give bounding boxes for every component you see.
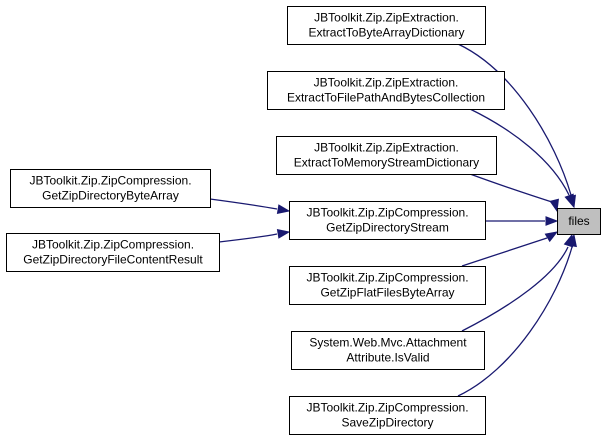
node-box <box>289 266 486 305</box>
node-extract-memory-stream-dict[interactable]: JBToolkit.Zip.ZipExtraction.ExtractToMem… <box>276 136 497 175</box>
node-get-zip-directory-stream[interactable]: JBToolkit.Zip.ZipCompression.GetZipDirec… <box>289 201 486 240</box>
node-label-line: JBToolkit.Zip.ZipCompression. <box>306 271 468 285</box>
node-label-line: System.Web.Mvc.Attachment <box>309 336 467 350</box>
node-label-line: JBToolkit.Zip.ZipCompression. <box>32 238 194 252</box>
arrowhead <box>564 193 574 208</box>
edge-line <box>461 246 569 332</box>
node-label-line: JBToolkit.Zip.ZipExtraction. <box>314 76 459 90</box>
arrowhead <box>549 198 559 213</box>
node-box <box>557 208 601 235</box>
node-label-line: JBToolkit.Zip.ZipCompression. <box>306 401 468 415</box>
node-extract-byte-array-dict[interactable]: JBToolkit.Zip.ZipExtraction.ExtractToByt… <box>287 6 486 45</box>
node-get-zip-directory-file-content[interactable]: JBToolkit.Zip.ZipCompression.GetZipDirec… <box>6 233 220 272</box>
arrowhead <box>567 233 577 248</box>
node-box <box>6 233 220 272</box>
node-label-line: JBToolkit.Zip.ZipExtraction. <box>314 141 459 155</box>
edge-line <box>457 43 572 196</box>
edge-extract-byte-array-dict-to-files <box>457 43 576 209</box>
edge-get-zip-directory-stream-to-files <box>485 216 559 226</box>
node-label-line: ExtractToMemoryStreamDictionary <box>294 156 479 170</box>
edge-get-zip-directory-file-content-to-get-zip-directory-stream <box>218 229 291 243</box>
node-get-zip-directory-byte-array[interactable]: JBToolkit.Zip.ZipCompression.GetZipDirec… <box>10 169 211 208</box>
arrowhead <box>545 216 559 226</box>
node-label-line: Attribute.IsValid <box>346 351 429 365</box>
node-box <box>267 71 505 110</box>
node-label-line: GetZipDirectoryStream <box>326 221 449 235</box>
node-label-line: GetZipDirectoryFileContentResult <box>23 253 203 267</box>
edge-extract-file-path-bytes-to-files <box>469 108 574 208</box>
node-label-line: ExtractToByteArrayDictionary <box>308 26 464 40</box>
edge-line <box>461 237 548 267</box>
edge-line <box>469 173 556 204</box>
node-label-line: files <box>568 214 589 228</box>
node-box <box>291 331 485 370</box>
node-label-line: GetZipFlatFilesByteArray <box>320 286 454 300</box>
node-box <box>276 136 497 175</box>
edge-line <box>457 246 573 397</box>
arrowhead <box>276 229 291 239</box>
node-save-zip-directory[interactable]: JBToolkit.Zip.ZipCompression.SaveZipDire… <box>289 396 486 435</box>
node-box <box>287 6 486 45</box>
node-attachment-is-valid[interactable]: System.Web.Mvc.AttachmentAttribute.IsVal… <box>291 331 485 370</box>
node-label-line: ExtractToFilePathAndBytesCollection <box>287 91 485 105</box>
edge-line <box>209 198 278 210</box>
arrowhead <box>544 231 559 243</box>
node-box <box>289 201 486 240</box>
node-files[interactable]: files <box>557 208 601 235</box>
node-label-line: JBToolkit.Zip.ZipCompression. <box>306 206 468 220</box>
node-box <box>289 396 486 435</box>
node-label-line: JBToolkit.Zip.ZipCompression. <box>29 174 191 188</box>
arrowhead <box>276 204 291 214</box>
edge-save-zip-directory-to-files <box>457 233 577 397</box>
node-label-line: GetZipDirectoryByteArray <box>42 189 179 203</box>
node-box <box>10 169 211 208</box>
edge-extract-memory-stream-dict-to-files <box>469 173 559 213</box>
node-get-zip-flat-files[interactable]: JBToolkit.Zip.ZipCompression.GetZipFlatF… <box>289 266 486 305</box>
nodes-layer: filesJBToolkit.Zip.ZipExtraction.Extract… <box>6 6 601 435</box>
node-label-line: SaveZipDirectory <box>341 416 433 430</box>
node-label-line: JBToolkit.Zip.ZipExtraction. <box>314 11 459 25</box>
node-extract-file-path-bytes[interactable]: JBToolkit.Zip.ZipExtraction.ExtractToFil… <box>267 71 505 110</box>
edge-line <box>469 108 570 196</box>
edge-line <box>218 233 278 243</box>
edge-get-zip-flat-files-to-files <box>461 231 559 267</box>
edges-layer <box>209 43 577 397</box>
edge-get-zip-directory-byte-array-to-get-zip-directory-stream <box>209 198 291 214</box>
